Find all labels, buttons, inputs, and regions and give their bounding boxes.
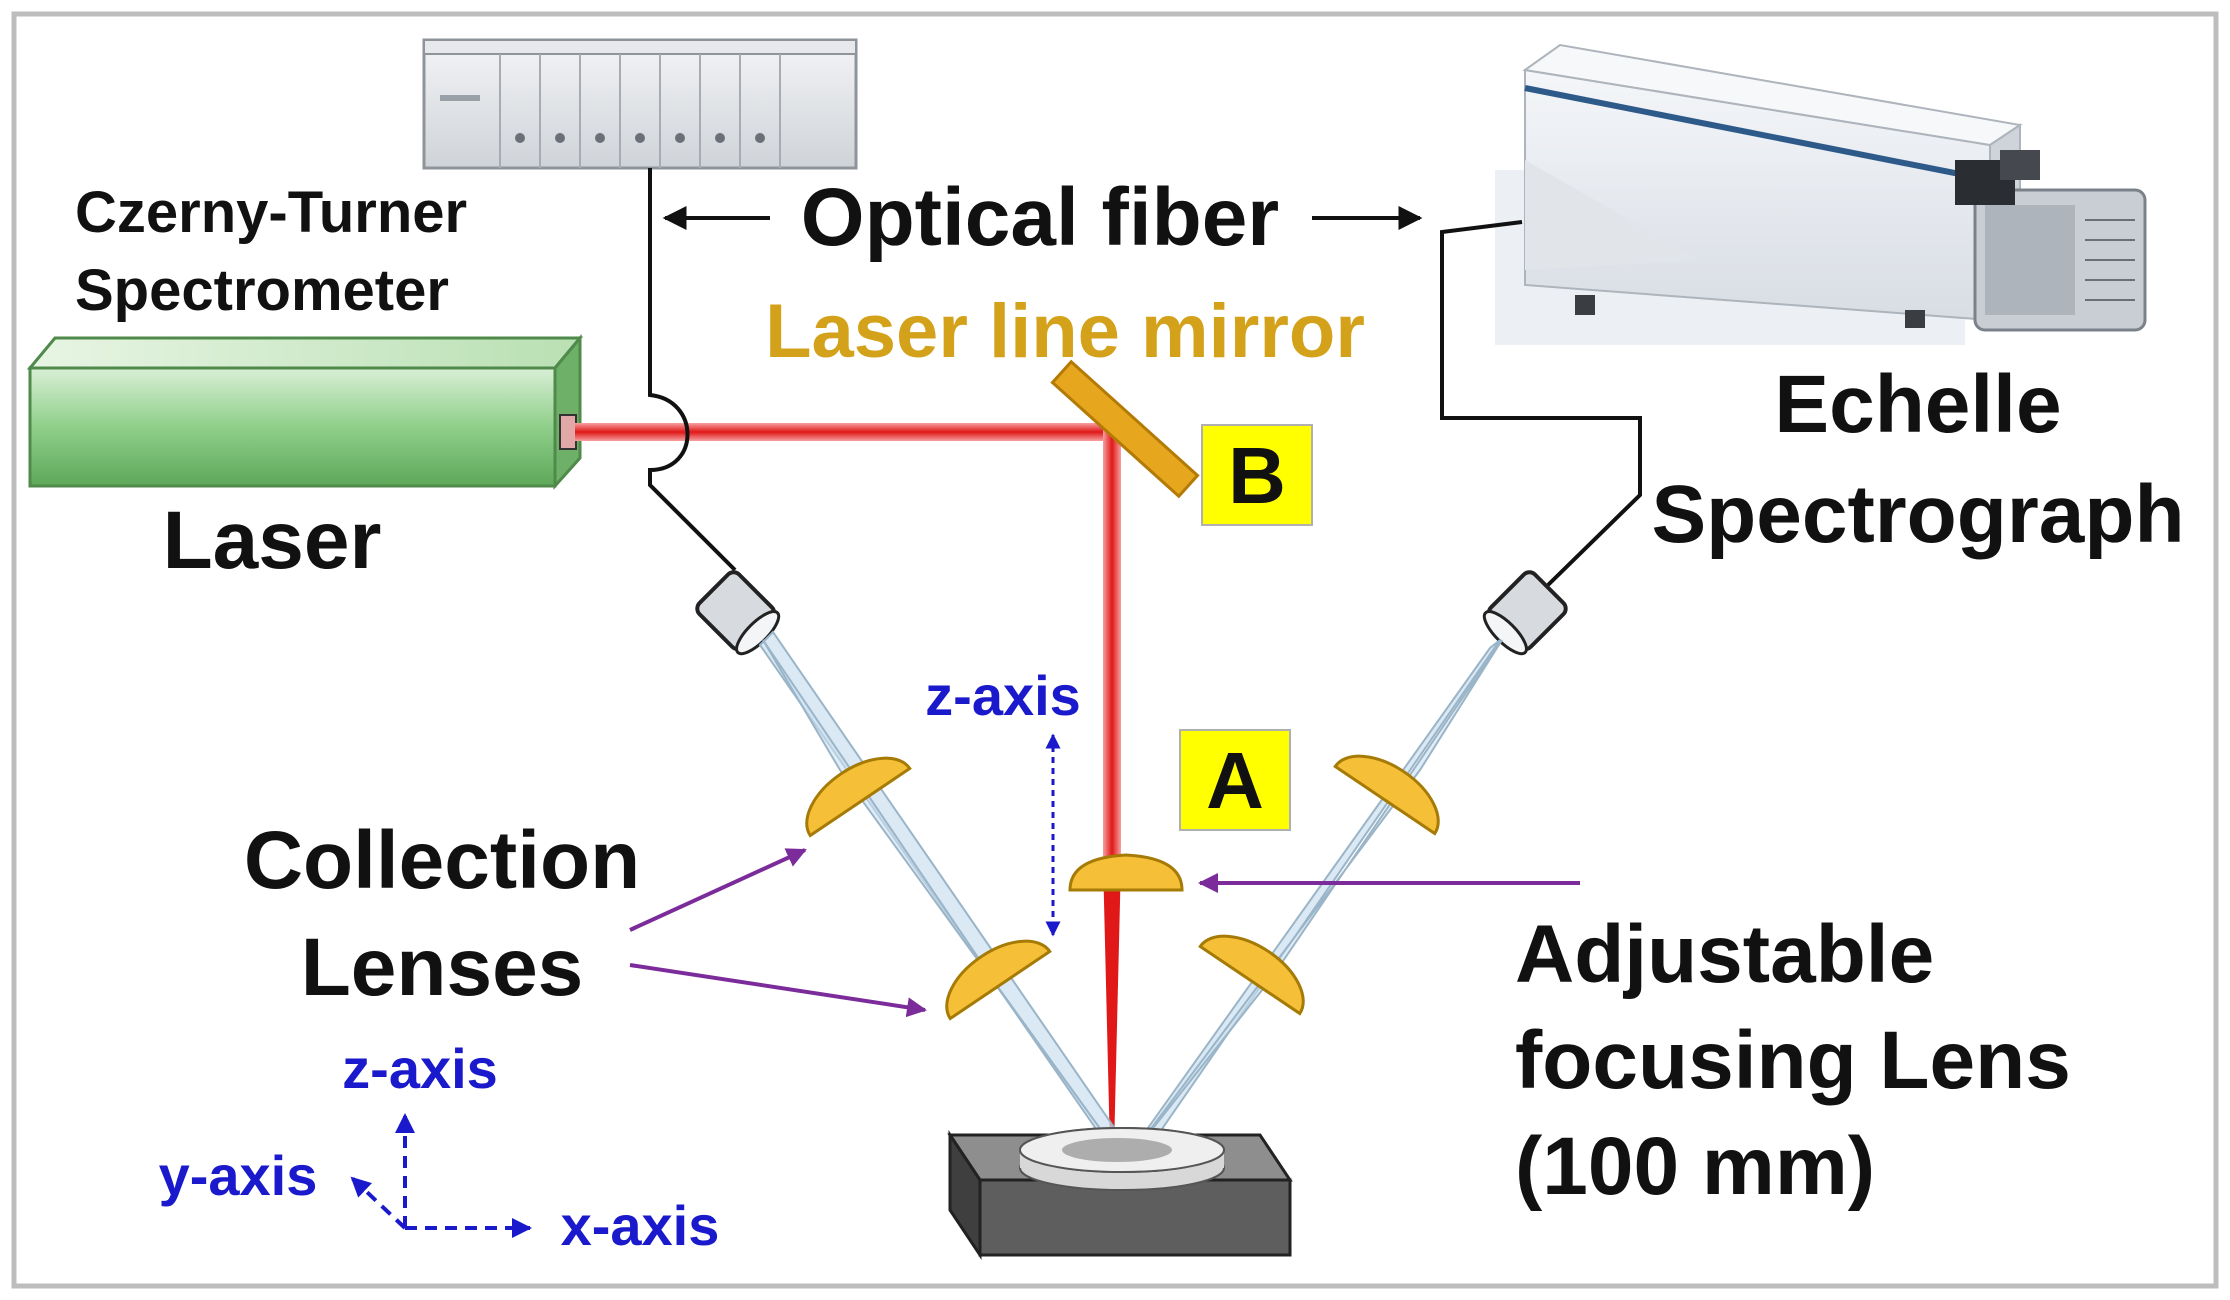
echelle-label-line2: Spectrograph (1651, 469, 2184, 560)
optical-fiber-label: Optical fiber (801, 172, 1279, 263)
coordinate-axes (350, 1113, 532, 1238)
focusing-lens (1068, 853, 1184, 892)
sample-stage (947, 1127, 1293, 1260)
collection-lenses-label-line1: Collection (244, 815, 640, 906)
laser-beam-horizontal (575, 423, 1115, 441)
czerny-turner-label-line2: Spectrometer (75, 258, 449, 323)
fiber-collimator-left (695, 570, 781, 656)
marker-a-label: A (1206, 736, 1264, 825)
axis-y-label: y-axis (159, 1144, 318, 1207)
collection-lens-right-lower (1198, 934, 1305, 1016)
collection-lens-left-upper (805, 756, 912, 838)
czerny-turner-spectrometer (422, 38, 858, 170)
collection-lens-right-upper (1333, 754, 1440, 836)
optical-fiber-right (1440, 220, 1642, 587)
marker-b-label: B (1228, 431, 1286, 520)
collection-lens-left-lower (945, 939, 1052, 1021)
marker-a-box (1179, 729, 1291, 831)
adjustable-lens-label-line3: (100 mm) (1515, 1121, 1875, 1212)
adjustable-lens-label-line2: focusing Lens (1515, 1015, 2071, 1106)
echelle-label-line1: Echelle (1774, 359, 2061, 450)
laser-label: Laser (163, 495, 382, 586)
marker-b-box (1201, 424, 1313, 526)
laser-beam-focused (1103, 860, 1121, 1150)
focus-z-axis-label: z-axis (925, 664, 1081, 727)
fiber-collimator-right (1482, 570, 1568, 656)
laser-line-mirror (1050, 359, 1200, 499)
axis-x-label: x-axis (561, 1194, 720, 1257)
optical-fiber-left (648, 168, 737, 572)
laser-beam-vertical (1103, 430, 1121, 860)
axis-z-label: z-axis (342, 1037, 498, 1100)
adjustable-lens-label-line1: Adjustable (1515, 909, 1934, 1000)
collection-lenses-label-line2: Lenses (301, 922, 584, 1013)
laser-line-mirror-label: Laser line mirror (765, 289, 1365, 374)
czerny-turner-label-line1: Czerny-Turner (75, 180, 467, 245)
echelle-spectrograph-device (1495, 43, 2147, 345)
collection-arrow-upper (629, 848, 807, 932)
collection-arrow-lower (629, 963, 927, 1018)
laser-source (26, 333, 584, 490)
